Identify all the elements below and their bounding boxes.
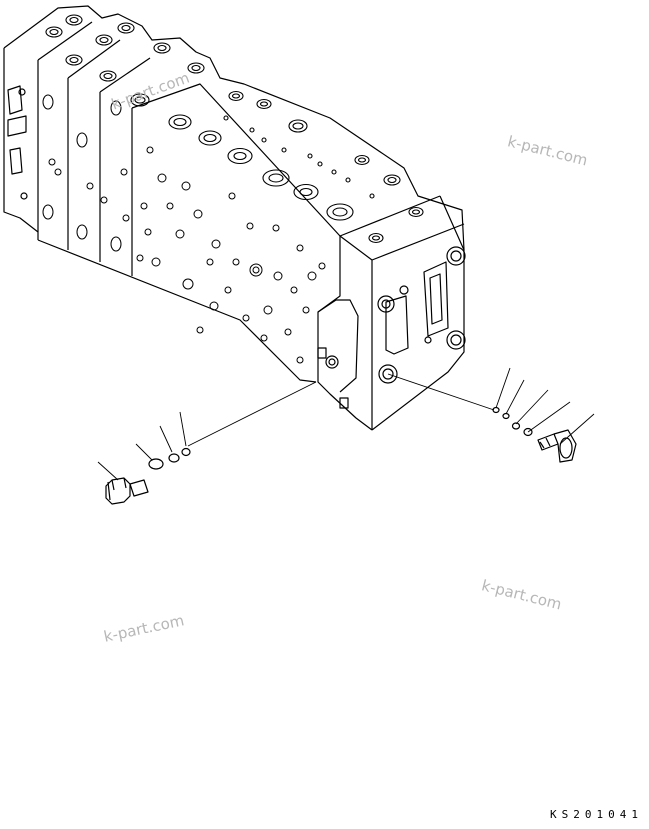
plug-right [537, 429, 577, 463]
top-ports [45, 14, 424, 244]
drawing-code: KS201041 [550, 808, 643, 821]
o-ring-left-3 [181, 447, 191, 457]
side-holes [42, 94, 326, 364]
plug-left [105, 477, 149, 505]
o-ring-right-4 [523, 427, 533, 437]
control-valve-body [3, 5, 466, 431]
o-ring-right-3 [511, 422, 521, 430]
o-ring-left-1 [148, 458, 164, 470]
o-ring-right-2 [502, 412, 510, 420]
leader-lines [97, 367, 595, 481]
o-ring-right-1 [492, 406, 500, 414]
o-ring-left-2 [168, 453, 180, 463]
